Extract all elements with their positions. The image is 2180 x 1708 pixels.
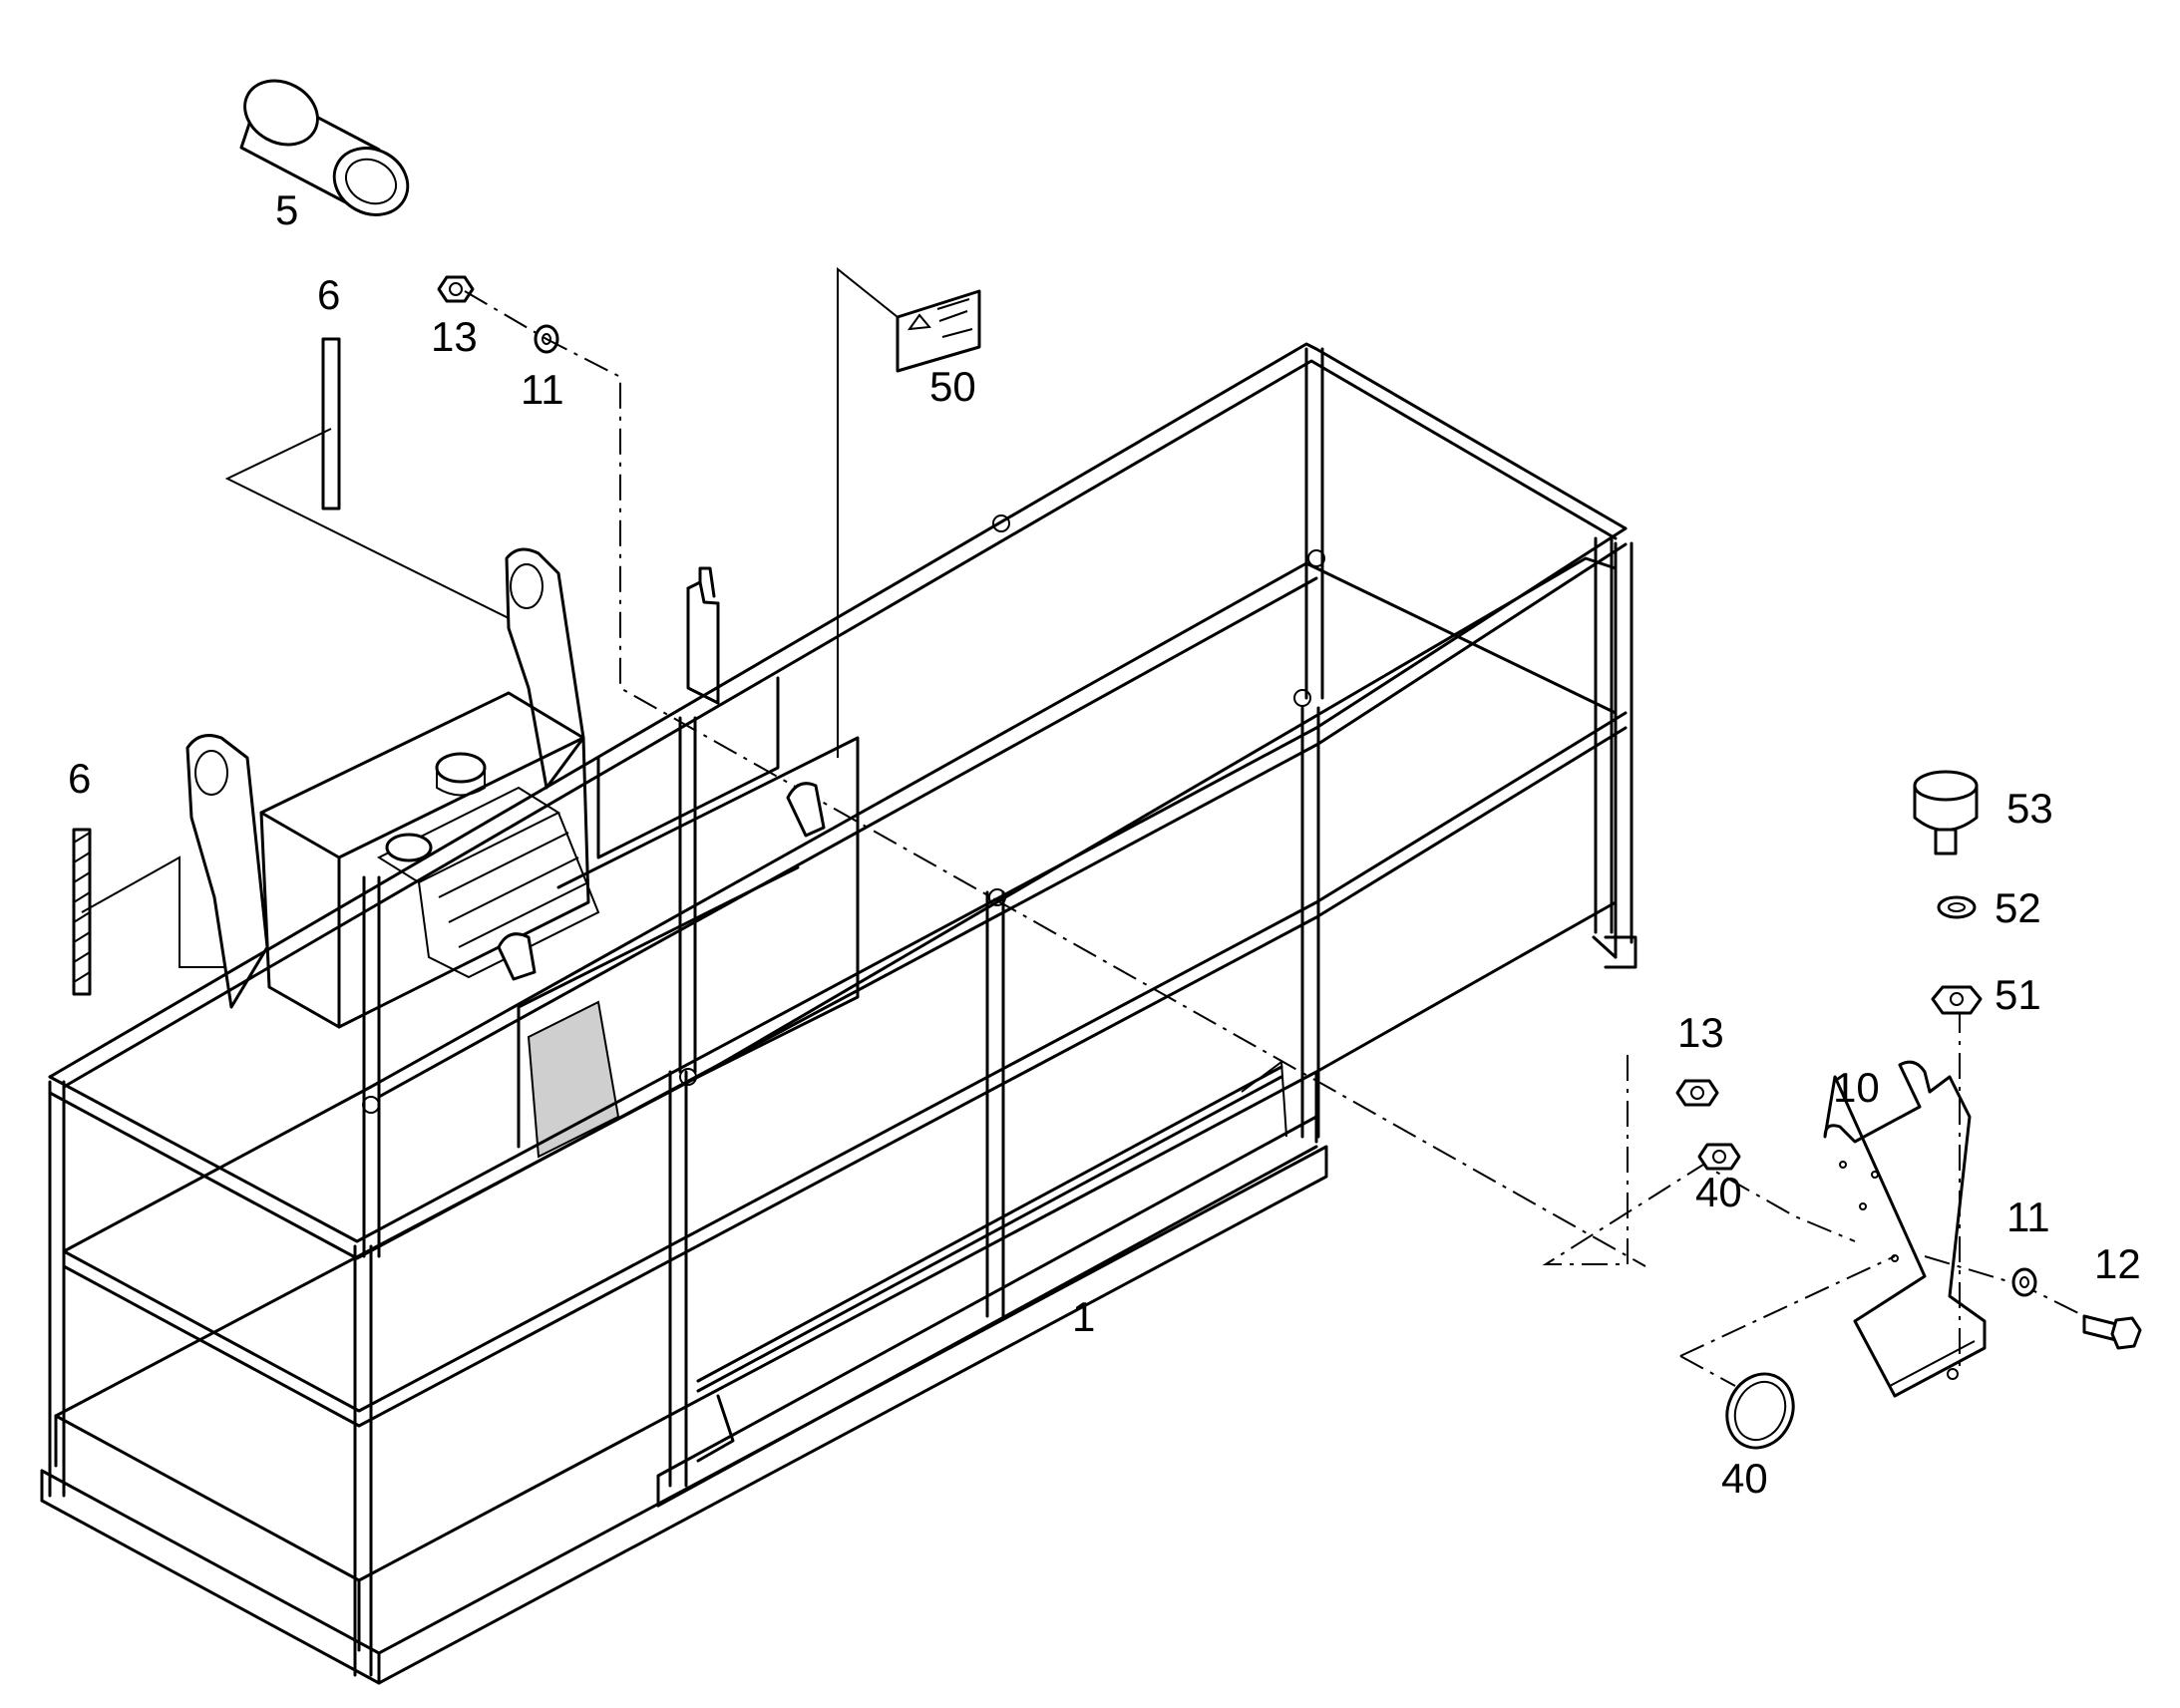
hitch-frame xyxy=(185,547,860,1159)
callout-13-right: 13 xyxy=(1677,1009,1724,1056)
part-washer-right xyxy=(2011,1267,2037,1297)
part-sleeve xyxy=(239,79,410,216)
callout-11-top: 11 xyxy=(521,366,564,413)
part-washer-52 xyxy=(1937,895,1977,919)
part-bolt xyxy=(2082,1314,2142,1350)
part-nut-lower xyxy=(1675,1079,1719,1107)
callout-52: 52 xyxy=(1995,884,2041,931)
part-decal xyxy=(837,266,981,758)
assembly-line-bracket xyxy=(1542,1055,1856,1265)
callout-13-top: 13 xyxy=(431,313,478,360)
callout-11-right: 11 xyxy=(2006,1194,2050,1240)
assembly-line-cap xyxy=(1679,1255,1896,1387)
part-bumper xyxy=(1913,770,1979,855)
callout-5: 5 xyxy=(275,186,298,233)
part-strip-upper xyxy=(224,337,520,624)
callout-51: 51 xyxy=(1995,971,2041,1018)
part-bracket xyxy=(1823,1060,1987,1398)
callout-40-upper: 40 xyxy=(1695,1169,1742,1215)
callout-6-lower: 6 xyxy=(68,755,91,802)
callout-1: 1 xyxy=(1072,1293,1095,1340)
assembly-line-top xyxy=(464,290,1646,1267)
work-basket xyxy=(40,342,1637,1685)
callout-40-lower: 40 xyxy=(1721,1455,1768,1502)
callout-12: 12 xyxy=(2094,1240,2141,1287)
callout-53: 53 xyxy=(2006,785,2053,832)
part-nut-top xyxy=(437,275,475,303)
part-nut-40 xyxy=(1697,1143,1741,1171)
callout-50: 50 xyxy=(929,363,976,410)
part-nut-51 xyxy=(1931,985,1983,1015)
callout-10: 10 xyxy=(1833,1064,1880,1111)
part-cap-40 xyxy=(1725,1372,1795,1450)
callout-6-upper: 6 xyxy=(317,271,340,318)
part-strip-lower xyxy=(72,828,249,996)
